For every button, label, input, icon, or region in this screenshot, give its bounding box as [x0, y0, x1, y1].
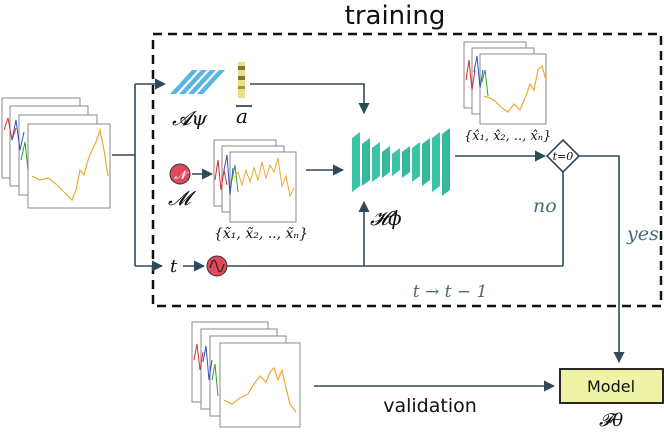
output-samples-stack	[463, 41, 547, 125]
latent-vector	[238, 62, 245, 98]
noise-set-symbol: 𝓜	[168, 186, 197, 210]
no-label: no	[533, 195, 557, 217]
encoder-block	[170, 70, 225, 94]
decision-label: t=0	[553, 150, 574, 163]
model-box	[559, 368, 664, 404]
time-embedding-icon	[209, 259, 225, 273]
noisy-samples-label: {x̃₁, x̃₂, .., x̃ₙ}	[214, 226, 308, 242]
denoiser-symbol: 𝓗ϕ	[370, 206, 402, 230]
noise-node	[169, 163, 191, 185]
training-title: training	[345, 1, 446, 31]
input-samples-stack	[1, 97, 111, 209]
time-symbol: t	[170, 256, 178, 277]
encoder-symbol: 𝓐ψ	[172, 106, 207, 130]
validation-samples-stack	[191, 321, 301, 428]
output-samples-label: {x̂₁, x̂₂, .., x̂ₙ}	[464, 129, 551, 144]
model-label: Model	[587, 377, 635, 396]
yes-label: yes	[626, 223, 659, 245]
model-symbol: 𝓕θ	[599, 410, 623, 431]
noisy-samples-stack	[213, 139, 297, 223]
time-update-label: t → t − 1	[413, 282, 488, 302]
latent-symbol: a	[236, 104, 248, 128]
denoiser-network	[352, 128, 450, 196]
validation-label: validation	[383, 395, 477, 417]
